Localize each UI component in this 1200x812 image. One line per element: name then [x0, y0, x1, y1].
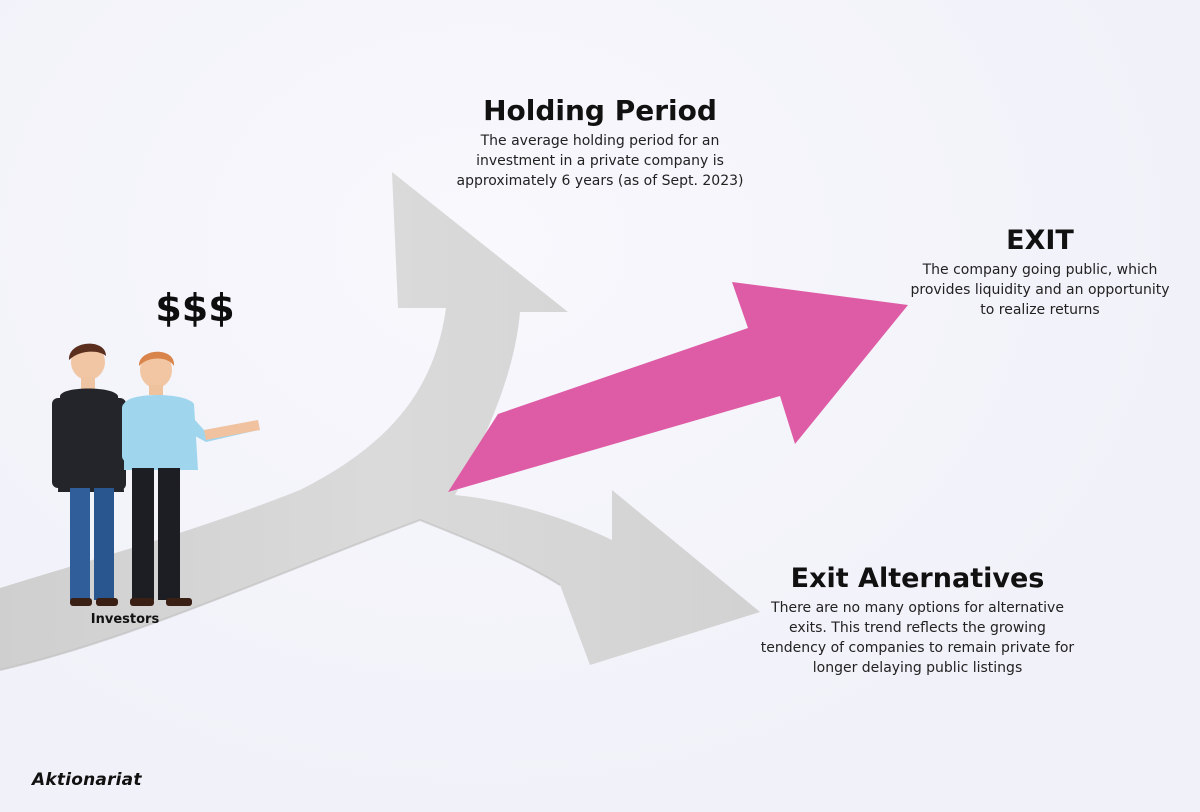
exit-title: EXIT [1006, 225, 1074, 256]
exit-alternatives-line: There are no many options for alternativ… [771, 599, 1064, 616]
investors-label: Investors [90, 612, 160, 627]
dollar-signs-label: $$$ [155, 286, 235, 330]
exit-alternatives-line: longer delaying public listings [812, 659, 1023, 676]
investor-person-pointing [122, 351, 260, 606]
holding-period-title: Holding Period [483, 94, 717, 127]
exit-alternatives-title: Exit Alternatives [790, 563, 1045, 594]
brand-logo: Aktionariat [32, 770, 142, 790]
exit-arrow-shape [448, 282, 908, 492]
holding-period-line: approximately 6 years (as of Sept. 2023) [456, 172, 744, 189]
exit-line: to realize returns [980, 301, 1100, 318]
holding-period-line: The average holding period for an [480, 132, 720, 149]
holding-period-block: Holding Period The average holding perio… [420, 94, 780, 191]
road-shadow-edge [0, 518, 561, 671]
exit-alternatives-block: Exit Alternatives There are no many opti… [755, 564, 1080, 678]
exit-alternatives-line: exits. This trend reflects the growing [789, 619, 1046, 636]
exit-line: provides liquidity and an opportunity [910, 281, 1170, 298]
holding-period-line: investment in a private company is [476, 152, 724, 169]
exit-alternatives-line: tendency of companies to remain private … [760, 639, 1075, 656]
main-road-shape [0, 172, 760, 670]
investor-person-suit [52, 343, 126, 606]
exit-block: EXIT The company going public, which pro… [900, 226, 1180, 320]
exit-line: The company going public, which [922, 261, 1158, 278]
